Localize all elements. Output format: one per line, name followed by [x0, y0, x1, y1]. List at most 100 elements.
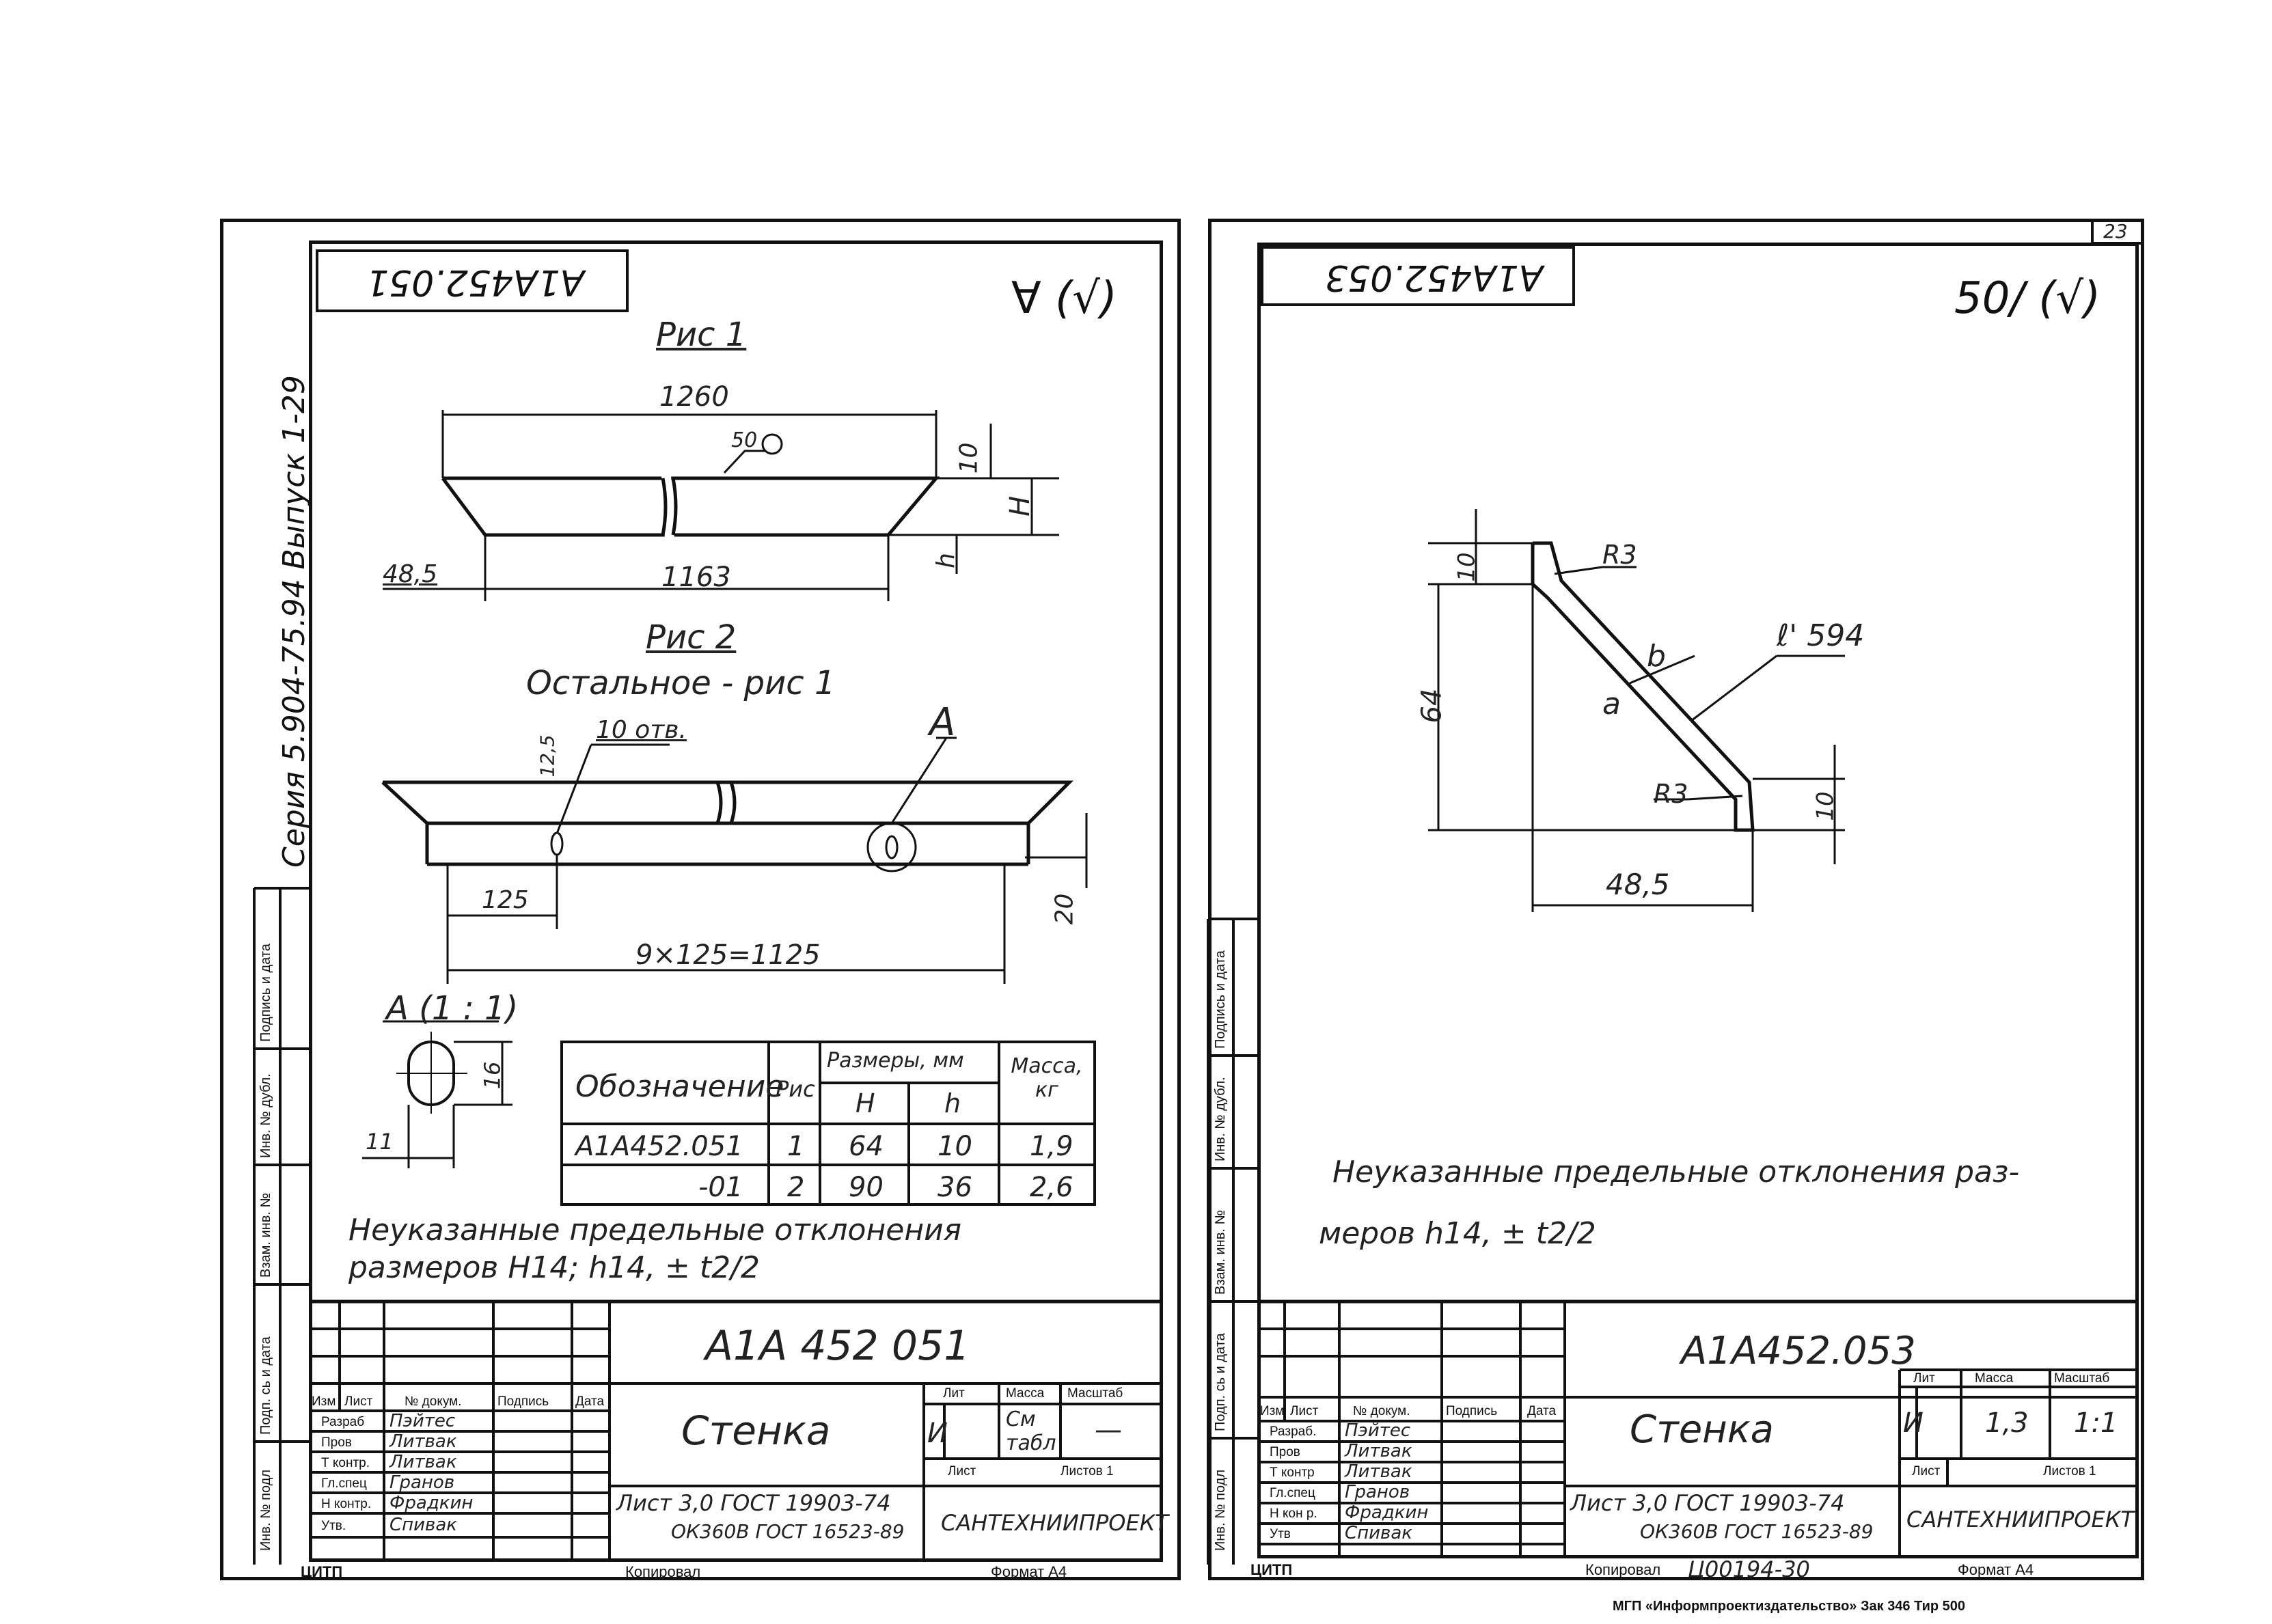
left-spec-table: Обозначение Рис Размеры, мм H h Масса, к…: [560, 1041, 1096, 1206]
right-dim-r3a: R3: [1602, 540, 1637, 570]
left-stamp-hdr-4: Подпись: [497, 1394, 549, 1409]
right-dim-r3b: R3: [1654, 779, 1688, 809]
fig2-dim-125: 125: [482, 886, 529, 914]
right-role-6: Утв: [1270, 1527, 1291, 1541]
right-role-5: Н кон р.: [1270, 1506, 1317, 1521]
left-person-4: Гранов: [389, 1472, 455, 1493]
left-person-6: Спивак: [389, 1515, 458, 1535]
left-roughness: ∀ (√): [1011, 273, 1117, 324]
left-lit-val: И: [927, 1418, 948, 1449]
left-note-2: размеров H14; h14, ± t2/2: [348, 1250, 760, 1285]
table-h-oboz: Обозначение: [575, 1069, 784, 1104]
table-r2-H: 90: [849, 1172, 884, 1203]
right-role-3: Т контр: [1270, 1465, 1315, 1480]
table-r2-m: 2,6: [1030, 1172, 1073, 1203]
left-stamp-hdr-2: Лист: [344, 1394, 373, 1409]
fig1-title: Рис 1: [656, 316, 747, 354]
right-org: САНТЕХНИИПРОЕКТ: [1906, 1506, 2134, 1532]
left-material-2: ОК360В ГОСТ 16523-89: [671, 1520, 905, 1543]
left-stamp-hdr-3: № докум.: [405, 1394, 462, 1409]
table-r2-h: 36: [937, 1172, 972, 1203]
table-r1-ris: 1: [787, 1131, 805, 1162]
right-role-2: Пров: [1270, 1445, 1300, 1459]
bottom-printing-note: МГП «Информпроектиздательство» Зак 346 Т…: [1613, 1599, 1966, 1614]
right-note-2: меров h14, ± t2/2: [1319, 1216, 1596, 1251]
left-foot-right: Формат А4: [991, 1563, 1067, 1580]
table-h-massa: Масса, кг: [1011, 1054, 1083, 1102]
fig2-note: Остальное - рис 1: [526, 664, 836, 702]
left-role-2: Пров: [321, 1435, 352, 1450]
left-sheet-lbl: Лист: [948, 1464, 976, 1478]
table-r1-h: 10: [937, 1131, 972, 1162]
right-mass-val: 1,3: [1985, 1407, 2029, 1439]
right-roughness: 50/ (√): [1954, 273, 2101, 324]
right-material-2: ОК360В ГОСТ 16523-89: [1640, 1520, 1874, 1543]
right-sheet-lbl: Лист: [1912, 1464, 1941, 1478]
left-note-1: Неуказанные предельные отклонения: [348, 1213, 962, 1248]
right-dim-a: a: [1602, 687, 1621, 721]
table-r1-oboz: А1А452.051: [575, 1131, 743, 1162]
right-dim-l: ℓ' 594: [1777, 618, 1865, 653]
left-mass-hdr: Масса: [1006, 1386, 1045, 1401]
right-title-block: А1А452.053 Стенка Изм Лист № докум. Подп…: [1257, 1299, 2139, 1558]
left-code-box: А1А452.051: [316, 249, 629, 312]
left-sheet-outer: [220, 219, 1181, 1580]
left-foot-mid: Копировал: [625, 1563, 701, 1580]
right-stamp-hdr-2: Лист: [1290, 1404, 1319, 1418]
table-h-ris: Рис: [776, 1076, 815, 1102]
right-sheet-frame: [1257, 243, 2139, 1558]
right-person-3: Литвак: [1345, 1461, 1412, 1482]
right-code-box: А1А452.053: [1261, 246, 1575, 306]
left-sheet-frame: [309, 240, 1163, 1562]
left-scale-hdr: Масштаб: [1067, 1386, 1123, 1401]
right-lit-hdr: Лит: [1913, 1371, 1935, 1386]
right-dim-10top: 10: [1453, 552, 1481, 582]
right-dim-64: 64: [1416, 688, 1448, 724]
right-dim-10bot: 10: [1811, 791, 1839, 821]
fig2-callout: A: [929, 700, 956, 745]
right-role-1: Разраб.: [1270, 1425, 1317, 1439]
fig1-dim-1163: 1163: [661, 562, 731, 593]
left-person-3: Литвак: [389, 1452, 457, 1472]
table-h-razm: Размеры, мм: [827, 1049, 964, 1073]
fig1-weld: 50: [731, 428, 758, 452]
right-stamp-hdr-3: № докум.: [1353, 1404, 1410, 1418]
right-note-1: Неуказанные предельные отклонения раз-: [1332, 1155, 2020, 1189]
left-title-block: А1А 452 051 Стенка Изм Лист № докум. Под…: [309, 1299, 1168, 1562]
left-mass-val: См табл: [1006, 1407, 1056, 1455]
left-stamp-code: А1А 452 051: [705, 1322, 970, 1370]
left-role-4: Гл.спец: [321, 1476, 367, 1491]
left-stamp-name: Стенка: [681, 1407, 831, 1454]
right-person-6: Спивак: [1345, 1523, 1413, 1543]
table-r1-H: 64: [849, 1131, 884, 1162]
left-sheets-lbl: Листов 1: [1060, 1464, 1114, 1478]
fig2-holes: 10 отв.: [596, 716, 687, 744]
left-person-2: Литвак: [389, 1431, 457, 1452]
left-foot-left: ЦИТП: [301, 1563, 343, 1580]
right-stamp-hdr-1: Изм: [1260, 1404, 1285, 1418]
right-foot-left: ЦИТП: [1250, 1561, 1293, 1578]
right-material-1: Лист 3,0 ГОСТ 19903-74: [1570, 1490, 1845, 1516]
sheet-number: 23: [2103, 220, 2128, 243]
left-lit-hdr: Лит: [943, 1386, 965, 1401]
right-lit-val: И: [1903, 1407, 1924, 1439]
detail-dim-11: 11: [366, 1129, 394, 1155]
right-stamp-hdr-4: Подпись: [1446, 1404, 1498, 1418]
right-person-5: Фрадкин: [1345, 1502, 1429, 1523]
left-role-5: Н контр.: [321, 1497, 372, 1511]
right-dim-b: b: [1647, 639, 1666, 674]
left-role-6: Утв.: [321, 1519, 346, 1533]
left-scale-val: —: [1095, 1414, 1122, 1446]
table-h-h: h: [944, 1088, 961, 1118]
table-r1-m: 1,9: [1030, 1131, 1073, 1162]
fig1-dim-top: 1260: [659, 381, 729, 413]
right-sheet-outer: [1208, 219, 2144, 1580]
right-sheets-lbl: Листов 1: [2043, 1464, 2096, 1478]
right-role-4: Гл.спец: [1270, 1486, 1315, 1500]
left-role-3: Т контр.: [321, 1456, 370, 1470]
right-stamp-code: А1А452.053: [1681, 1329, 1916, 1373]
right-stamp-hdr-5: Дата: [1527, 1404, 1557, 1418]
left-stamp-hdr-1: Изм: [312, 1394, 336, 1409]
right-scale-hdr: Масштаб: [2054, 1371, 2110, 1386]
fig2-title: Рис 2: [646, 618, 737, 657]
